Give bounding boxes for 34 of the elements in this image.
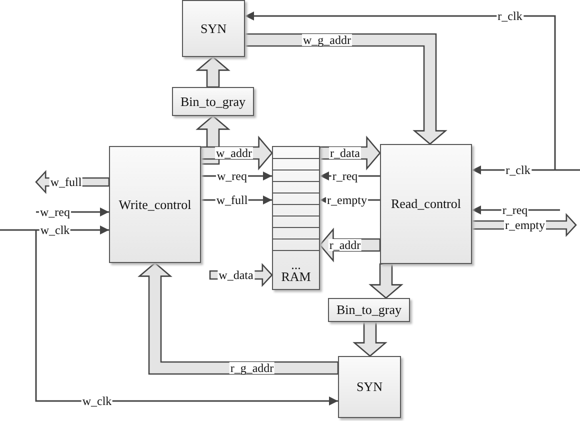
bus-arrow — [352, 321, 388, 357]
signal-arrow — [245, 12, 556, 170]
block-label: RAM — [281, 269, 311, 285]
module-box — [172, 87, 254, 116]
edge-label: r_addr — [328, 239, 362, 251]
block-label: Read_control — [390, 196, 462, 212]
edge-label: r_clk — [496, 10, 524, 22]
block-label: SYN — [200, 20, 226, 36]
edge-label: w_g_addr — [302, 34, 352, 46]
edge-label: w_full — [215, 194, 249, 206]
module-box — [328, 298, 410, 322]
signal-arrow — [35, 230, 338, 406]
bus-arrow — [196, 56, 230, 88]
block-label: Write_control — [118, 196, 192, 212]
edge-label: w_full — [49, 176, 83, 188]
module-box — [380, 144, 472, 264]
edge-label: w_clk — [81, 395, 113, 407]
module-box — [109, 146, 201, 263]
edge-label: w_clk — [39, 224, 71, 236]
bus-arrow — [368, 263, 404, 299]
edge-label: w_addr — [215, 147, 253, 159]
edge-label: r_empty — [504, 219, 546, 231]
ellipsis-text: ... — [291, 261, 301, 269]
ram-block — [272, 146, 320, 290]
edge-label: r_data — [329, 147, 361, 159]
block-label: SYN — [356, 379, 382, 395]
block-label: Bin_to_gray — [180, 94, 246, 110]
block-label: Bin_to_gray — [336, 302, 402, 318]
module-box — [182, 0, 245, 57]
module-box — [338, 356, 401, 418]
edge-label: r_clk — [504, 164, 532, 176]
edge-label: w_data — [218, 269, 254, 281]
edge-label: r_g_addr — [229, 362, 275, 374]
edge-label: r_empty — [326, 194, 368, 206]
